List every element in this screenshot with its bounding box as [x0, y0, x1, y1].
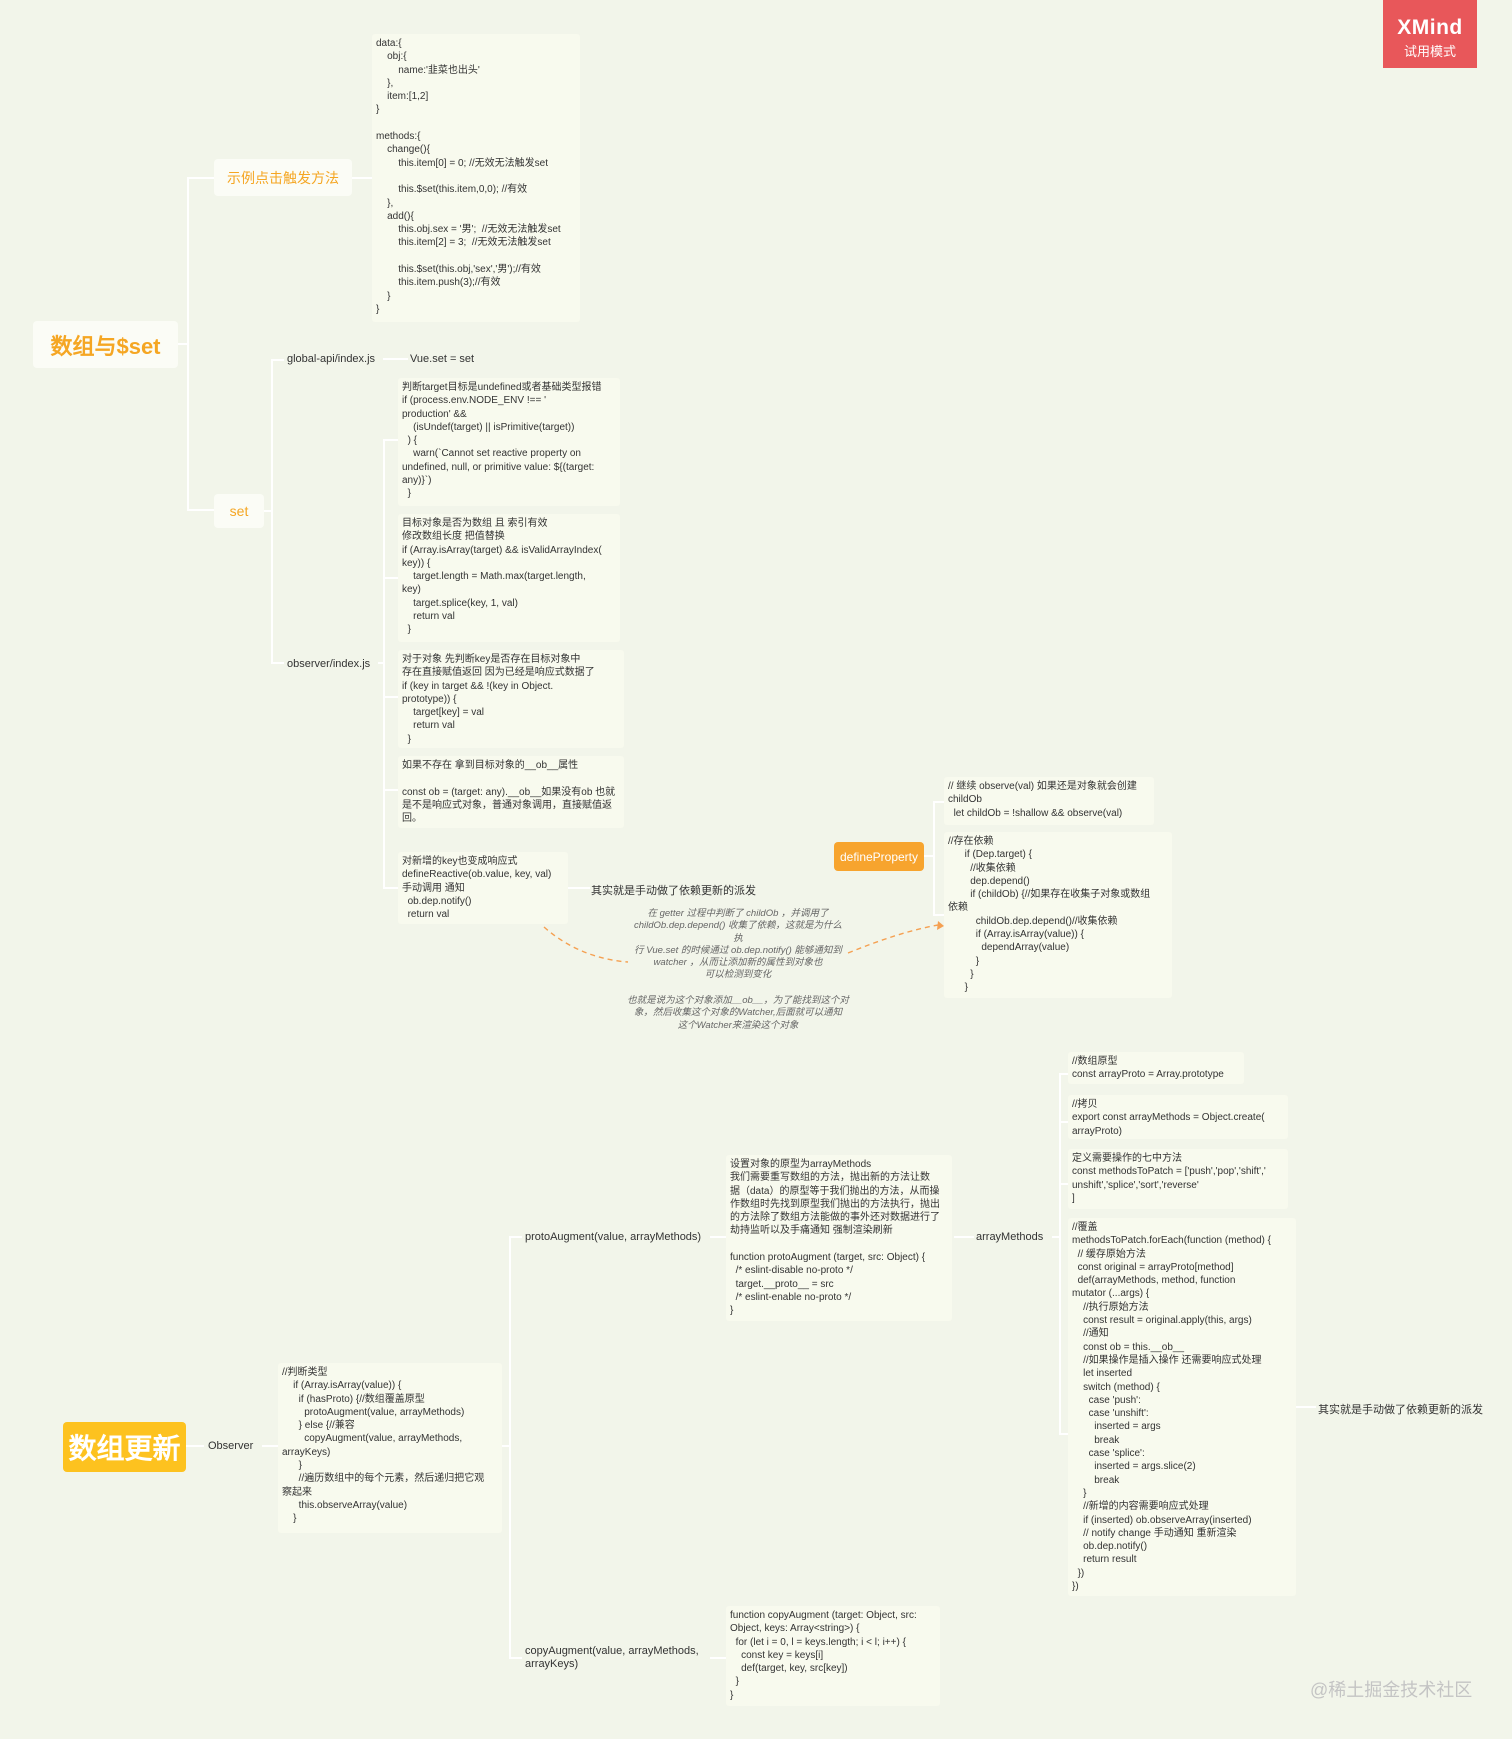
- juejin-watermark: @稀土掘金技术社区: [1310, 1680, 1473, 1700]
- topic-copy-augment[interactable]: copyAugment(value, arrayMethods, arrayKe…: [525, 1645, 699, 1670]
- root-topic-array-update[interactable]: 数组更新: [63, 1422, 186, 1472]
- code-methods-override: //覆盖 methodsToPatch.forEach(function (me…: [1068, 1218, 1296, 1596]
- topic-define-property[interactable]: defineProperty: [834, 842, 924, 871]
- code-observer-type-check: //判断类型 if (Array.isArray(value)) { if (h…: [278, 1363, 502, 1533]
- badge-title: XMind: [1397, 16, 1463, 39]
- topic-proto-augment[interactable]: protoAugment(value, arrayMethods): [525, 1231, 702, 1243]
- topic-manual-dispatch-1[interactable]: 其实就是手动做了依赖更新的派发: [591, 885, 756, 897]
- code-array-check: 目标对象是否为数组 且 索引有效 修改数组长度 把值替换 if (Array.i…: [398, 514, 620, 642]
- code-array-methods-copy: //拷贝 export const arrayMethods = Object.…: [1068, 1095, 1288, 1139]
- code-proto-augment: 设置对象的原型为arrayMethods 我们需要重写数组的方法，抛出新的方法让…: [726, 1155, 952, 1321]
- note-ob-explanation: 也就是说为这个对象添加__ob__，为了能找到这个对 象，然后收集这个对象的Wa…: [627, 995, 849, 1031]
- code-copy-augment: function copyAugment (target: Object, sr…: [726, 1606, 940, 1706]
- code-object-key-check: 对于对象 先判断key是否存在目标对象中 存在直接赋值返回 因为已经是响应式数据…: [398, 650, 624, 748]
- root-topic-set[interactable]: 数组与$set: [33, 321, 178, 368]
- topic-observer-index[interactable]: observer/index.js: [287, 658, 371, 670]
- topic-vue-set[interactable]: Vue.set = set: [410, 353, 475, 365]
- code-array-proto: //数组原型 const arrayProto = Array.prototyp…: [1068, 1052, 1244, 1084]
- code-check-target: 判断target目标是undefined或者基础类型报错 if (process…: [398, 378, 620, 506]
- code-get-ob: 如果不存在 拿到目标对象的__ob__属性 const ob = (target…: [398, 756, 624, 828]
- topic-array-methods[interactable]: arrayMethods: [976, 1231, 1044, 1243]
- xmind-trial-badge: XMind 试用模式: [1383, 0, 1477, 68]
- code-define-reactive: 对新增的key也变成响应式 defineReactive(ob.value, k…: [398, 852, 568, 924]
- topic-manual-dispatch-2[interactable]: 其实就是手动做了依赖更新的派发: [1318, 1404, 1483, 1416]
- topic-global-api[interactable]: global-api/index.js: [287, 353, 376, 365]
- code-methods-to-patch: 定义需要操作的七中方法 const methodsToPatch = ['pus…: [1068, 1149, 1288, 1209]
- badge-subtitle: 试用模式: [1403, 44, 1456, 59]
- topic-observer[interactable]: Observer: [208, 1440, 254, 1452]
- topic-set[interactable]: set: [214, 494, 264, 528]
- example-code-block: data:{ obj:{ name:'韭菜也出头' }, item:[1,2] …: [372, 34, 580, 322]
- code-dep-depend: //存在依赖 if (Dep.target) { //收集依赖 dep.depe…: [944, 832, 1172, 998]
- topic-example-methods[interactable]: 示例点击触发方法: [214, 159, 352, 196]
- code-child-ob: // 继续 observe(val) 如果还是对象就会创建 childOb le…: [944, 777, 1154, 825]
- note-getter-explanation: 在 getter 过程中判断了 childOb ，并调用了 childOb.de…: [633, 908, 842, 981]
